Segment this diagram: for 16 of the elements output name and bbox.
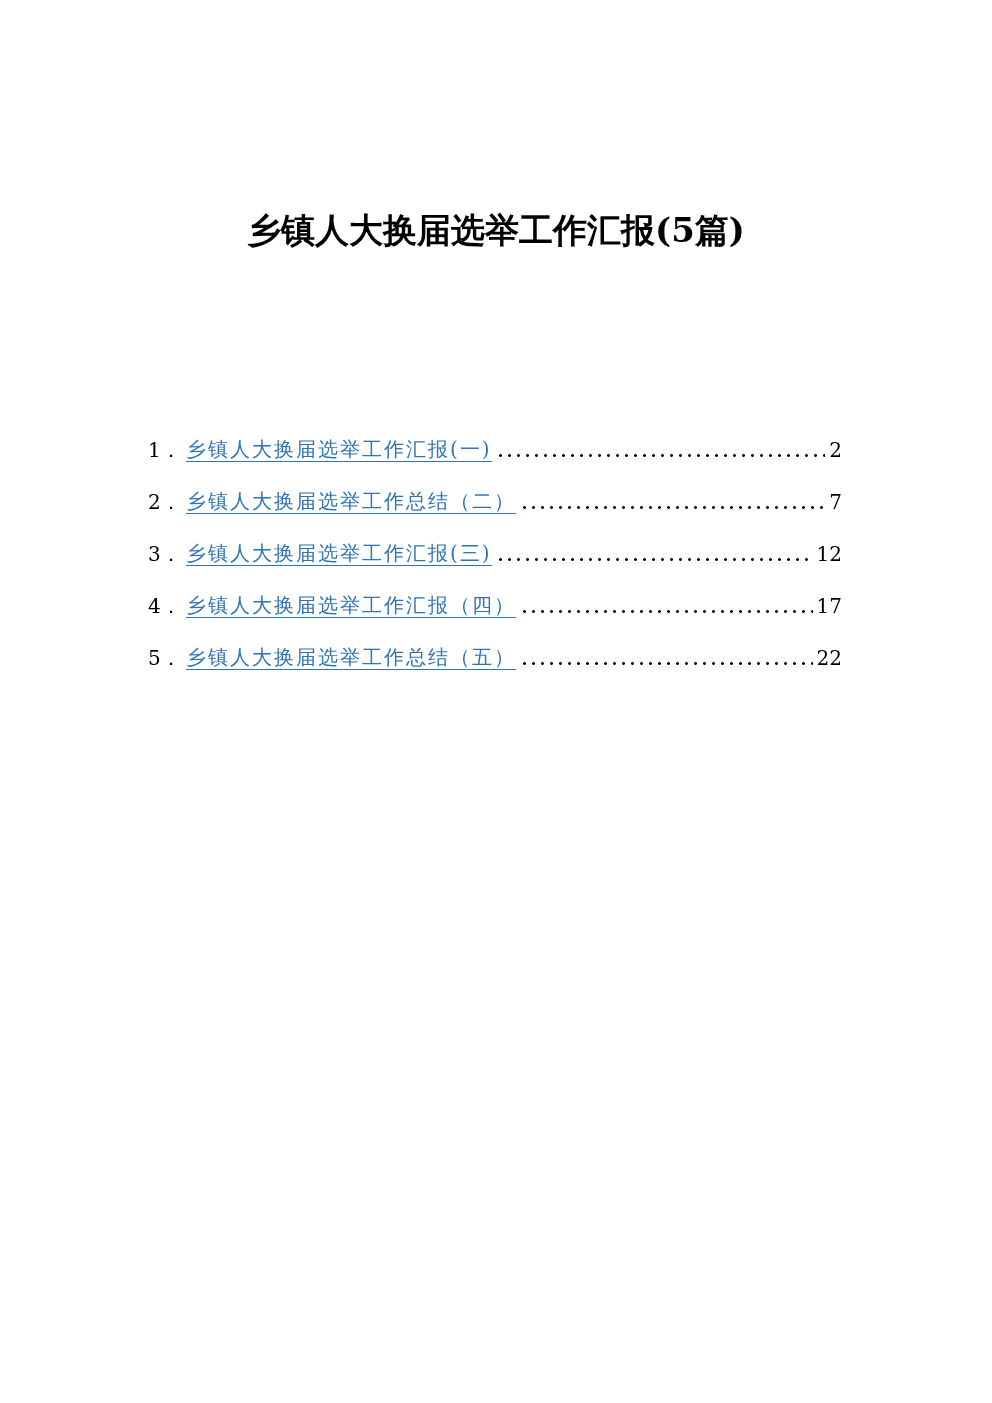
toc-link: 乡镇人大换届选举工作汇报(三) xyxy=(186,541,492,566)
entry-number: 4． xyxy=(148,594,182,618)
entry-number: 5． xyxy=(148,646,182,670)
toc-link: 乡镇人大换届选举工作总结（二） xyxy=(186,489,516,514)
page-number: 7 xyxy=(829,490,842,514)
page-title: 乡镇人大换届选举工作汇报(5篇) xyxy=(246,209,746,252)
page-number: 2 xyxy=(829,438,842,462)
entry-number: 3． xyxy=(148,542,182,566)
page-number: 17 xyxy=(816,594,842,618)
toc-link: 乡镇人大换届选举工作总结（五） xyxy=(186,645,516,670)
page-number: 12 xyxy=(816,542,842,566)
page-number: 22 xyxy=(816,646,842,670)
entry-number: 2． xyxy=(148,490,182,514)
toc-link: 乡镇人大换届选举工作汇报（四） xyxy=(186,593,516,618)
toc-link: 乡镇人大换届选举工作汇报(一) xyxy=(186,437,492,462)
entry-number: 1． xyxy=(148,438,182,462)
